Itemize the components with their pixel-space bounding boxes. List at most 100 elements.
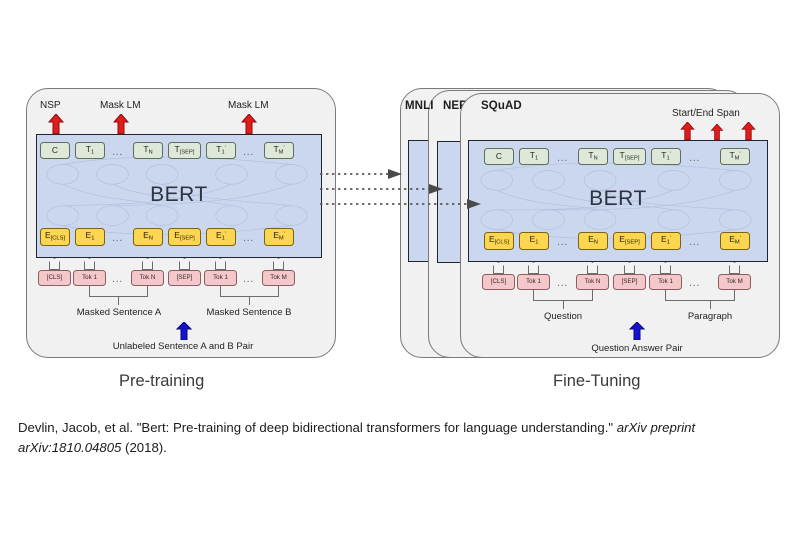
brace-drop: [249, 296, 251, 305]
connector-hex: [215, 258, 226, 270]
token-chip-4: Tok 1: [204, 270, 237, 286]
chip-text: E[SEP]: [619, 234, 640, 246]
task-tab-squad[interactable]: SQuAD: [481, 100, 522, 112]
connector-hex: [84, 258, 95, 270]
blue-up-arrow-finetuning: [629, 322, 645, 340]
connector-hex: [273, 258, 284, 270]
output-row-ellipsis-2: ...: [689, 152, 700, 164]
citation-part-1: Devlin, Jacob, et al. "Bert: Pre-trainin…: [18, 420, 617, 435]
brace-stem: [89, 286, 91, 296]
embedding-chip-5: EM': [264, 228, 294, 246]
red-up-arrow-span-2: [710, 124, 724, 140]
caption-fine-tuning: Fine-Tuning: [553, 372, 641, 390]
transformer-mesh-decoration: [480, 162, 752, 239]
chip-text: Tok 1: [526, 277, 541, 285]
group-label-sentence-b: Masked Sentence B: [206, 307, 292, 318]
citation-text: Devlin, Jacob, et al. "Bert: Pre-trainin…: [18, 418, 758, 459]
task-tab-mnli[interactable]: MNLI: [405, 100, 434, 112]
chip-text: E1': [661, 234, 671, 246]
chip-text: C: [51, 145, 59, 156]
embedding-chip-2: EN: [133, 228, 163, 246]
token-chip-1: Tok 1: [517, 274, 550, 290]
token-chip-5: Tok M: [718, 274, 751, 290]
brace-stem: [734, 290, 736, 300]
chip-text: Tok N: [139, 273, 156, 281]
token-chip-5: Tok M: [262, 270, 295, 286]
connector-hex: [49, 258, 60, 270]
chip-text: EM': [729, 234, 741, 246]
brace-drop: [710, 300, 712, 309]
group-label-paragraph: Paragraph: [687, 311, 733, 322]
output-chip-5: TM': [264, 142, 294, 159]
embedding-chip-4: E1': [651, 232, 681, 250]
brace-drop: [563, 300, 565, 309]
output-chip-3: T[SEP]: [168, 142, 201, 159]
chip-text: TN: [588, 149, 598, 162]
chip-text: [CLS]: [46, 273, 63, 281]
red-up-arrow-span-3: [741, 122, 756, 140]
connector-hex: [624, 262, 635, 274]
brace-stem: [533, 290, 535, 300]
brace-stem: [665, 290, 667, 300]
connector-hex: [660, 262, 671, 274]
bert-label: BERT: [589, 187, 647, 210]
output-row-ellipsis: ...: [557, 152, 568, 164]
embedding-chip-3: E[SEP]: [613, 232, 646, 250]
output-chip-1: T1: [519, 148, 549, 165]
chip-text: EN: [588, 234, 598, 246]
chip-text: Tok M: [270, 273, 287, 281]
output-chip-2: TN: [133, 142, 163, 159]
brace-stem: [220, 286, 222, 296]
embedding-chip-2: EN: [578, 232, 608, 250]
chip-text: E[CLS]: [488, 234, 510, 246]
embedding-chip-1: E1: [519, 232, 549, 250]
caption-pre-training: Pre-training: [119, 372, 205, 390]
output-chip-5: TM': [720, 148, 750, 165]
chip-text: T1': [216, 143, 226, 156]
head-label-mask-lm-1: Mask LM: [100, 100, 141, 111]
embedding-chip-0: E[CLS]: [484, 232, 514, 250]
token-row-ellipsis-2: ...: [689, 277, 700, 289]
embedding-row-ellipsis: ...: [557, 236, 568, 248]
connector-hex: [142, 258, 153, 270]
chip-text: Tok 1: [213, 273, 228, 281]
embedding-chip-0: E[CLS]: [40, 228, 70, 246]
embedding-row-ellipsis: ...: [112, 232, 123, 244]
input-label-finetuning: Question Answer Pair: [591, 343, 683, 354]
chip-text: T1': [661, 149, 671, 162]
chip-text: [SEP]: [621, 277, 638, 285]
token-row-ellipsis-2: ...: [243, 273, 254, 285]
chip-text: E[CLS]: [44, 230, 66, 242]
chip-text: C: [495, 151, 503, 162]
chip-text: TM': [729, 149, 741, 162]
output-chip-0: C: [40, 142, 70, 159]
connector-hex: [179, 258, 190, 270]
embedding-chip-1: E1: [75, 228, 105, 246]
output-row-ellipsis-2: ...: [243, 146, 254, 158]
citation-italic-source: arXiv preprint arXiv:1810.04805: [18, 420, 696, 456]
embedding-row-ellipsis-2: ...: [689, 236, 700, 248]
red-up-arrow-nsp: [48, 114, 64, 134]
chip-text: [SEP]: [176, 273, 193, 281]
chip-text: Tok N: [584, 277, 601, 285]
transfer-arrow-middle: [320, 184, 443, 194]
head-label-nsp: NSP: [40, 100, 61, 111]
brace-stem: [278, 286, 280, 296]
citation-part-2: (2018).: [121, 440, 167, 456]
brace-stem: [592, 290, 594, 300]
chip-text: T[SEP]: [174, 143, 195, 156]
input-label-pretraining: Unlabeled Sentence A and B Pair: [112, 341, 254, 352]
red-up-arrow-mask-lm-2: [241, 114, 257, 134]
output-chip-4: T1': [206, 142, 236, 159]
output-chip-2: TN: [578, 148, 608, 165]
transformer-mesh-decoration: [46, 156, 308, 235]
chip-text: TN: [143, 143, 153, 156]
output-row-ellipsis: ...: [112, 146, 123, 158]
chip-text: E1': [216, 230, 226, 242]
transfer-arrow-bottom: [320, 199, 481, 209]
red-up-arrow-mask-lm-1: [113, 114, 129, 134]
connector-hex: [528, 262, 539, 274]
embedding-chip-3: E[SEP]: [168, 228, 201, 246]
output-chip-1: T1: [75, 142, 105, 159]
group-label-sentence-a: Masked Sentence A: [76, 307, 162, 318]
